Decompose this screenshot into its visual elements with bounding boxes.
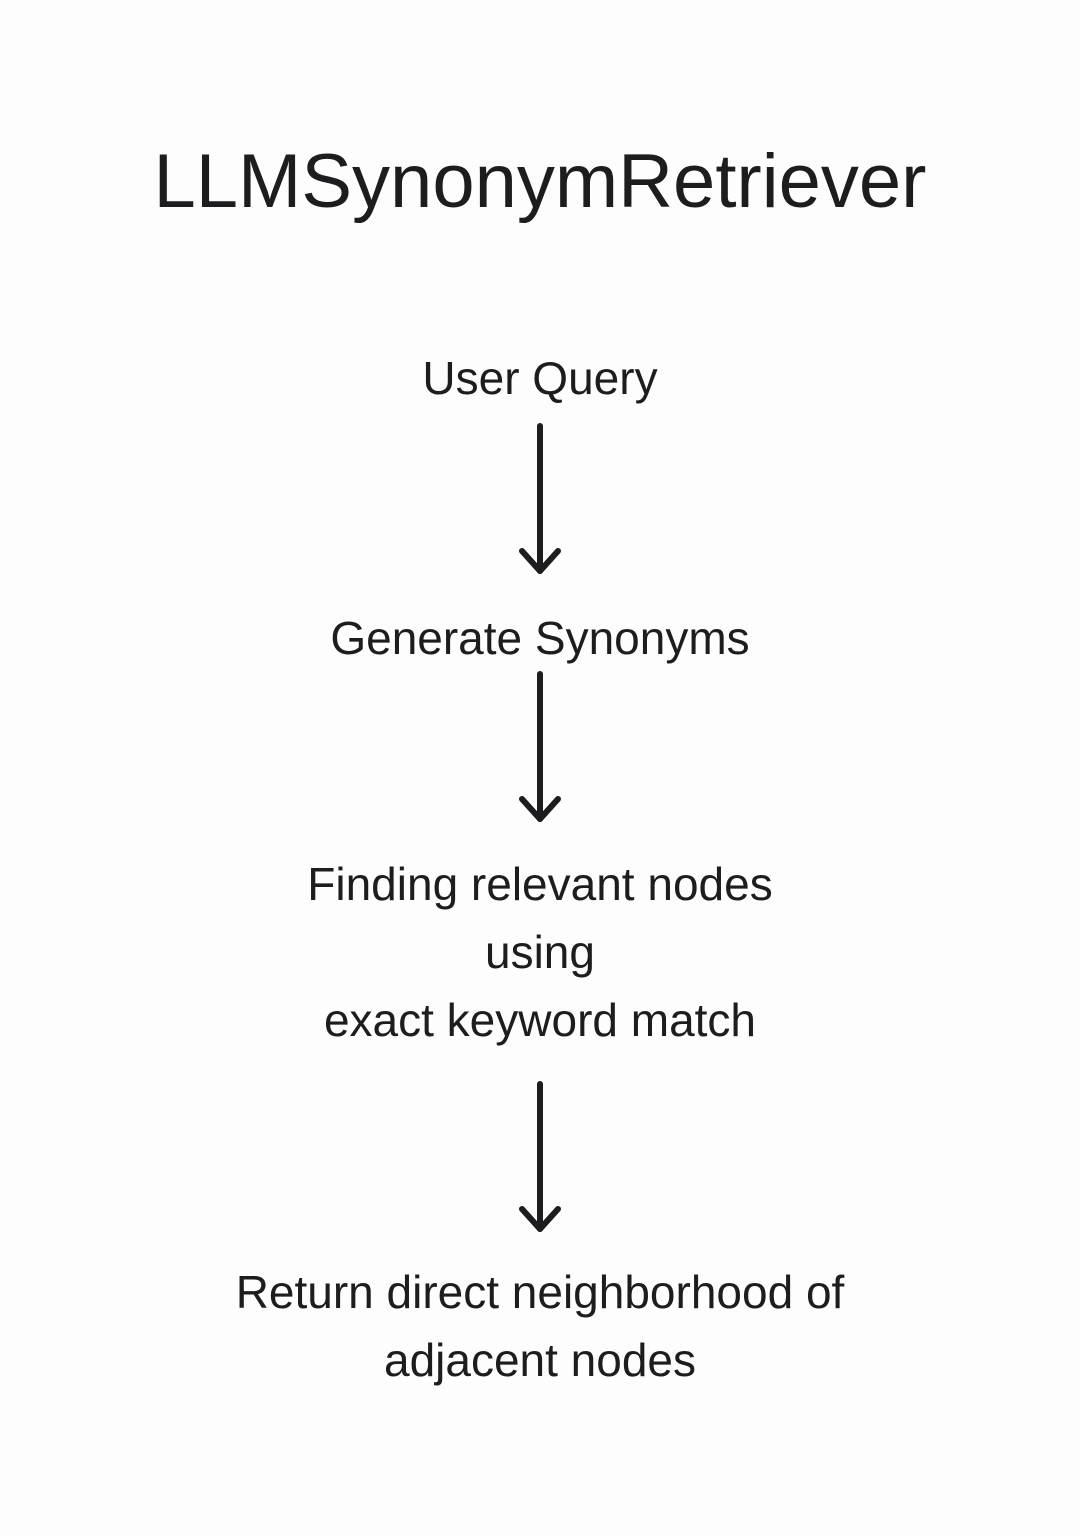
flow-step-return-neighborhood: Return direct neighborhood of adjacent n… — [235, 1266, 845, 1386]
down-arrow-icon — [518, 422, 562, 576]
flow-step-user-query: User Query — [422, 352, 658, 404]
down-arrow-icon — [518, 670, 562, 824]
down-arrow-icon — [518, 1080, 562, 1234]
flow-step-find-relevant-nodes: Finding relevant nodes using exact keywo… — [307, 858, 773, 1046]
flow-step-generate-synonyms: Generate Synonyms — [330, 612, 750, 664]
diagram-title: LLMSynonymRetriever — [153, 139, 927, 224]
